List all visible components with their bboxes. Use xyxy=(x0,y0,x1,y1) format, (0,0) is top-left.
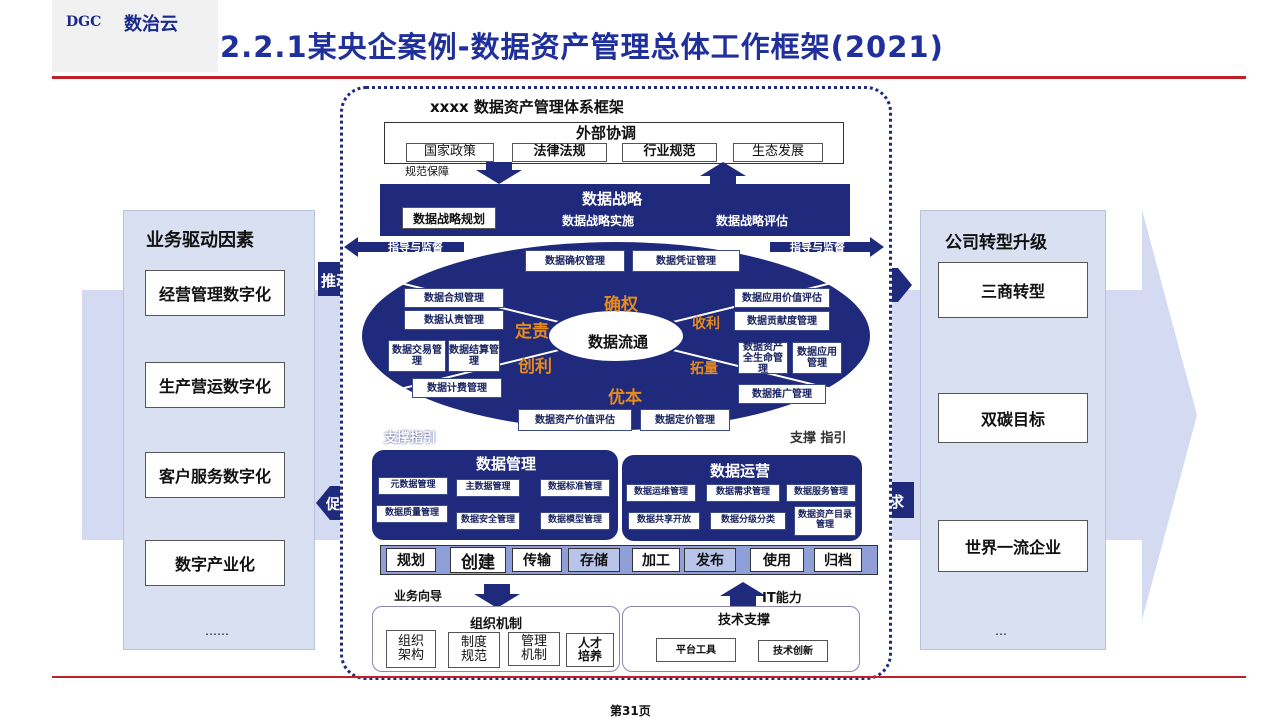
tech-item: 技术创新 xyxy=(758,640,828,662)
lifecycle-stage: 创建 xyxy=(450,547,506,573)
ellipse-box: 数据贡献度管理 xyxy=(734,311,830,331)
label-youben: 优本 xyxy=(608,388,642,408)
mgmt-item: 数据安全管理 xyxy=(456,512,520,530)
lifecycle-stage: 发布 xyxy=(684,548,736,572)
strategy-item: 数据战略规划 xyxy=(402,207,496,229)
lifecycle-stage: 归档 xyxy=(814,548,862,572)
ops-item: 数据运维管理 xyxy=(626,484,696,502)
goal-item: 双碳目标 xyxy=(938,393,1088,443)
guide-left-arrow xyxy=(344,237,464,257)
mgmt-item: 元数据管理 xyxy=(378,477,448,495)
lifecycle-stage: 规划 xyxy=(386,548,436,572)
label-chuangli: 创利 xyxy=(518,357,552,377)
ellipse-box: 数据结算管理 xyxy=(448,340,500,372)
ellipse-box: 数据合规管理 xyxy=(404,288,504,308)
left-more: …… xyxy=(205,624,229,638)
external-title: 外部协调 xyxy=(576,124,637,142)
external-item: 国家政策 xyxy=(406,143,494,162)
tech-item: 平台工具 xyxy=(656,638,736,662)
external-item: 生态发展 xyxy=(733,143,823,162)
logo-text-en: DGC xyxy=(66,14,102,30)
label-quequan: 确权 xyxy=(604,295,638,315)
ops-item: 数据共享开放 xyxy=(628,512,700,530)
ellipse-box: 数据确权管理 xyxy=(525,250,625,272)
biz-guide-label: 业务向导 xyxy=(394,589,443,603)
ellipse-center: 数据流通 xyxy=(588,333,649,351)
ops-item: 数据分级分类 xyxy=(710,512,786,530)
ellipse-box: 数据认责管理 xyxy=(404,310,504,330)
ellipse-box: 数据资产全生命管理 xyxy=(738,342,788,375)
ops-item: 数据需求管理 xyxy=(706,484,780,502)
ellipse-box: 数据凭证管理 xyxy=(632,250,740,272)
label-tuoliang: 拓量 xyxy=(690,361,718,377)
org-title: 组织机制 xyxy=(470,617,523,632)
down-arrow-icon xyxy=(476,162,522,184)
org-item: 组织架构 xyxy=(386,630,436,668)
driver-item: 数字产业化 xyxy=(145,540,285,586)
strategy-item: 数据战略评估 xyxy=(716,214,789,228)
ellipse-box: 数据定价管理 xyxy=(640,409,730,431)
standard-guarantee-note: 规范保障 xyxy=(405,165,449,178)
lifecycle-stage: 存储 xyxy=(568,548,620,572)
up-arrow-icon xyxy=(720,582,766,606)
ellipse-box: 数据资产价值评估 xyxy=(518,409,632,431)
ellipse-box: 数据推广管理 xyxy=(738,384,826,404)
tech-title: 技术支撑 xyxy=(718,613,771,628)
ops-item: 数据资产目录管理 xyxy=(794,506,856,536)
framework-title: xxxx 数据资产管理体系框架 xyxy=(430,98,624,116)
ellipse-box: 数据交易管理 xyxy=(388,340,446,372)
lifecycle-stage: 使用 xyxy=(750,548,804,572)
it-ability-label: IT能力 xyxy=(762,591,802,606)
org-item: 人才培养 xyxy=(566,633,614,667)
strategy-title: 数据战略 xyxy=(582,190,643,208)
label-shouli: 收利 xyxy=(692,316,720,332)
mgmt-item: 主数据管理 xyxy=(456,479,520,497)
ops-title: 数据运营 xyxy=(710,462,771,480)
left-panel-title: 业务驱动因素 xyxy=(146,230,254,251)
mgmt-item: 数据标准管理 xyxy=(540,479,610,497)
mgmt-title: 数据管理 xyxy=(476,455,537,473)
mgmt-item: 数据模型管理 xyxy=(540,512,610,530)
ops-item: 数据服务管理 xyxy=(786,484,856,502)
driver-item: 经营管理数字化 xyxy=(145,270,285,316)
logo-background xyxy=(52,0,218,72)
right-more: … xyxy=(995,624,1007,638)
slide-title: 2.2.1某央企案例-数据资产管理总体工作框架(2021) xyxy=(220,30,944,64)
page-number: 第31页 xyxy=(610,704,651,718)
strategy-item: 数据战略实施 xyxy=(562,214,635,228)
lifecycle-stage: 加工 xyxy=(632,548,680,572)
mgmt-item: 数据质量管理 xyxy=(376,505,448,523)
bottom-divider xyxy=(52,676,1246,678)
down-arrow-icon xyxy=(474,584,520,608)
guide-right-label: 指导与监督 xyxy=(790,241,845,254)
guide-left-label: 指导与监督 xyxy=(388,241,443,254)
goal-item: 三商转型 xyxy=(938,262,1088,318)
goal-item: 世界一流企业 xyxy=(938,520,1088,572)
ellipse-box: 数据应用管理 xyxy=(792,342,842,374)
org-item: 制度规范 xyxy=(448,632,500,668)
driver-item: 生产营运数字化 xyxy=(145,362,285,408)
external-item: 行业规范 xyxy=(622,143,717,162)
logo-text-cn: 数治云 xyxy=(124,14,178,35)
driver-item: 客户服务数字化 xyxy=(145,452,285,498)
ellipse-box: 数据应用价值评估 xyxy=(734,288,830,308)
label-dingze: 定责 xyxy=(515,322,549,342)
support-left-label: 支撑指引 xyxy=(384,431,437,446)
right-panel-title: 公司转型升级 xyxy=(945,233,1047,253)
org-item: 管理机制 xyxy=(508,632,560,666)
up-arrow-icon xyxy=(700,162,746,184)
support-right-label: 支撑 指引 xyxy=(790,431,847,446)
lifecycle-stage: 传输 xyxy=(512,548,562,572)
external-item: 法律法规 xyxy=(512,143,607,162)
top-divider xyxy=(52,76,1246,79)
guide-right-arrow xyxy=(770,237,884,257)
ellipse-box: 数据计费管理 xyxy=(412,378,502,398)
